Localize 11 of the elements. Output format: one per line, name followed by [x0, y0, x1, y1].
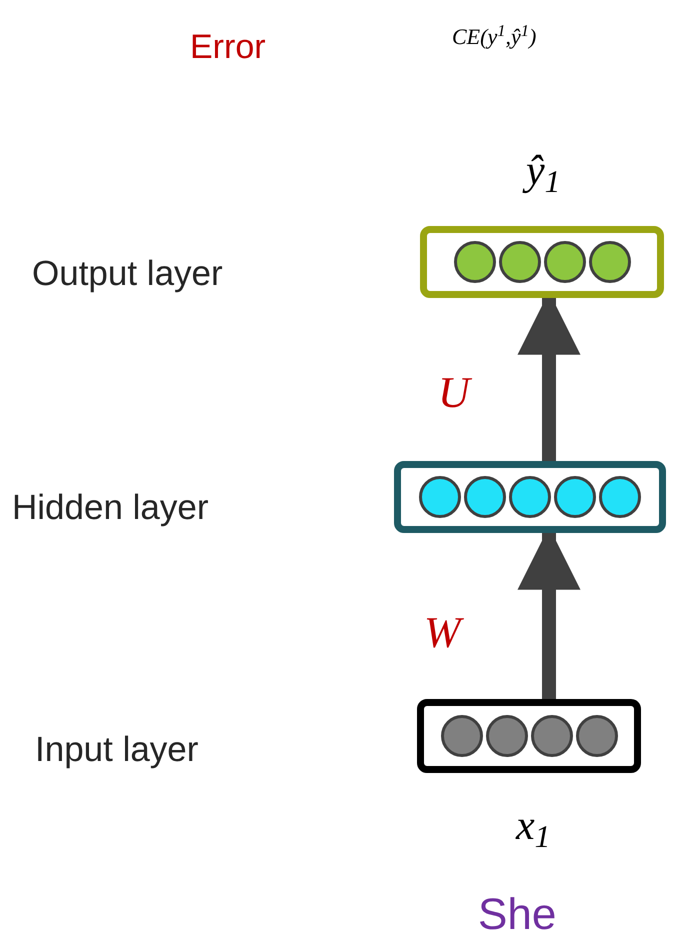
layer-label: Input layer — [35, 729, 198, 771]
error-label: Error — [190, 27, 266, 68]
edge-label: U — [438, 367, 470, 419]
layer-vector — [417, 699, 641, 773]
layer-vector — [420, 226, 664, 298]
layer-vector — [394, 461, 666, 533]
layer-label: Output layer — [32, 253, 223, 295]
input-word: She — [478, 889, 556, 938]
loss-formula: CE(y$^{1}$,ŷ$^{1}$) — [452, 20, 536, 51]
layer-label: Hidden layer — [12, 487, 208, 529]
vector-symbol: x$_{1}$ — [516, 802, 550, 856]
